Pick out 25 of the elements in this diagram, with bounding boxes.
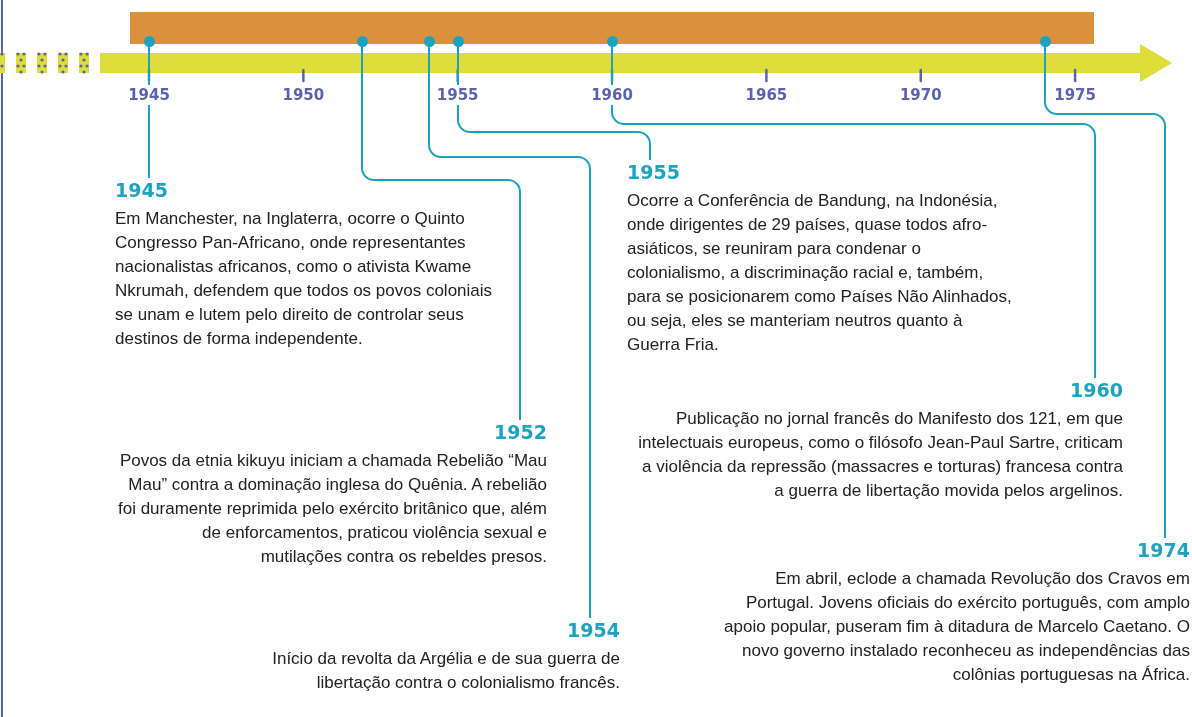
timeline-dot [143,35,155,47]
timeline-dot [606,35,618,47]
event-description: Em Manchester, na Inglaterra, ocorre o Quinto Congresso Pan-Africano, onde representantes nacionalistas africanos, como o ativista Kwame Nkrumah, defendem que todos os povos coloniais se unam e lutem pelo direito de controlar seus destinos de forma independente. [115,208,494,350]
year-heading: 1954 [567,618,620,642]
timeline-dot [356,35,368,47]
event-description: Ocorre a Conferência de Bandung, na Indonésia, onde dirigentes de 29 países, quase todos afro-asiáticos, se reuniram para condenar o colonialismo, a discriminação racial e, também, para se posicionarem como Países Não Alinhados, ou seja, eles se manteriam neutros quanto à Guerra Fria. [627,190,1013,356]
year-label: 1960 [589,85,635,105]
year-label: 1945 [126,85,172,105]
event-description: Publicação no jornal francês do Manifesto dos 121, em que intelectuais europeus, como o filósofo Jean-Paul Sartre, criticam a violência da repressão (massacres e torturas) francesa contra a guerra de libertação movida pelos argelinos. [637,408,1123,502]
leader-line [1044,45,1166,539]
timeline-dot [452,35,464,47]
event-description: Início da revolta da Argélia e de sua guerra de libertação contra o colonialismo francês. [271,648,620,694]
event-description: Povos da etnia kikuyu iniciam a chamada Rebelião “Mau Mau” contra a dominação inglesa do Quênia. A rebelião foi duramente reprimida pelo exército britânico que, além de enforcamentos, praticou violência sexual e mutilações contra os rebeldes presos. [117,450,547,568]
timeline-dot [1039,35,1051,47]
leader-line [457,45,651,161]
year-heading: 1955 [627,160,680,184]
year-heading: 1974 [1137,538,1190,562]
leader-line [611,45,1096,379]
timeline-dot [423,35,435,47]
year-heading: 1945 [115,178,168,202]
year-heading: 1960 [1070,378,1123,402]
leader-line [428,45,591,619]
year-heading: 1952 [494,420,547,444]
event-description: Em abril, eclode a chamada Revolução dos Cravos em Portugal. Jovens oficiais do exército português, com amplo apoio popular, puseram fim à ditadura de Marcelo Caetano. O novo governo instalado reconheceu as independências das colônias portuguesas na África. [723,568,1190,686]
leader-line [361,45,521,421]
